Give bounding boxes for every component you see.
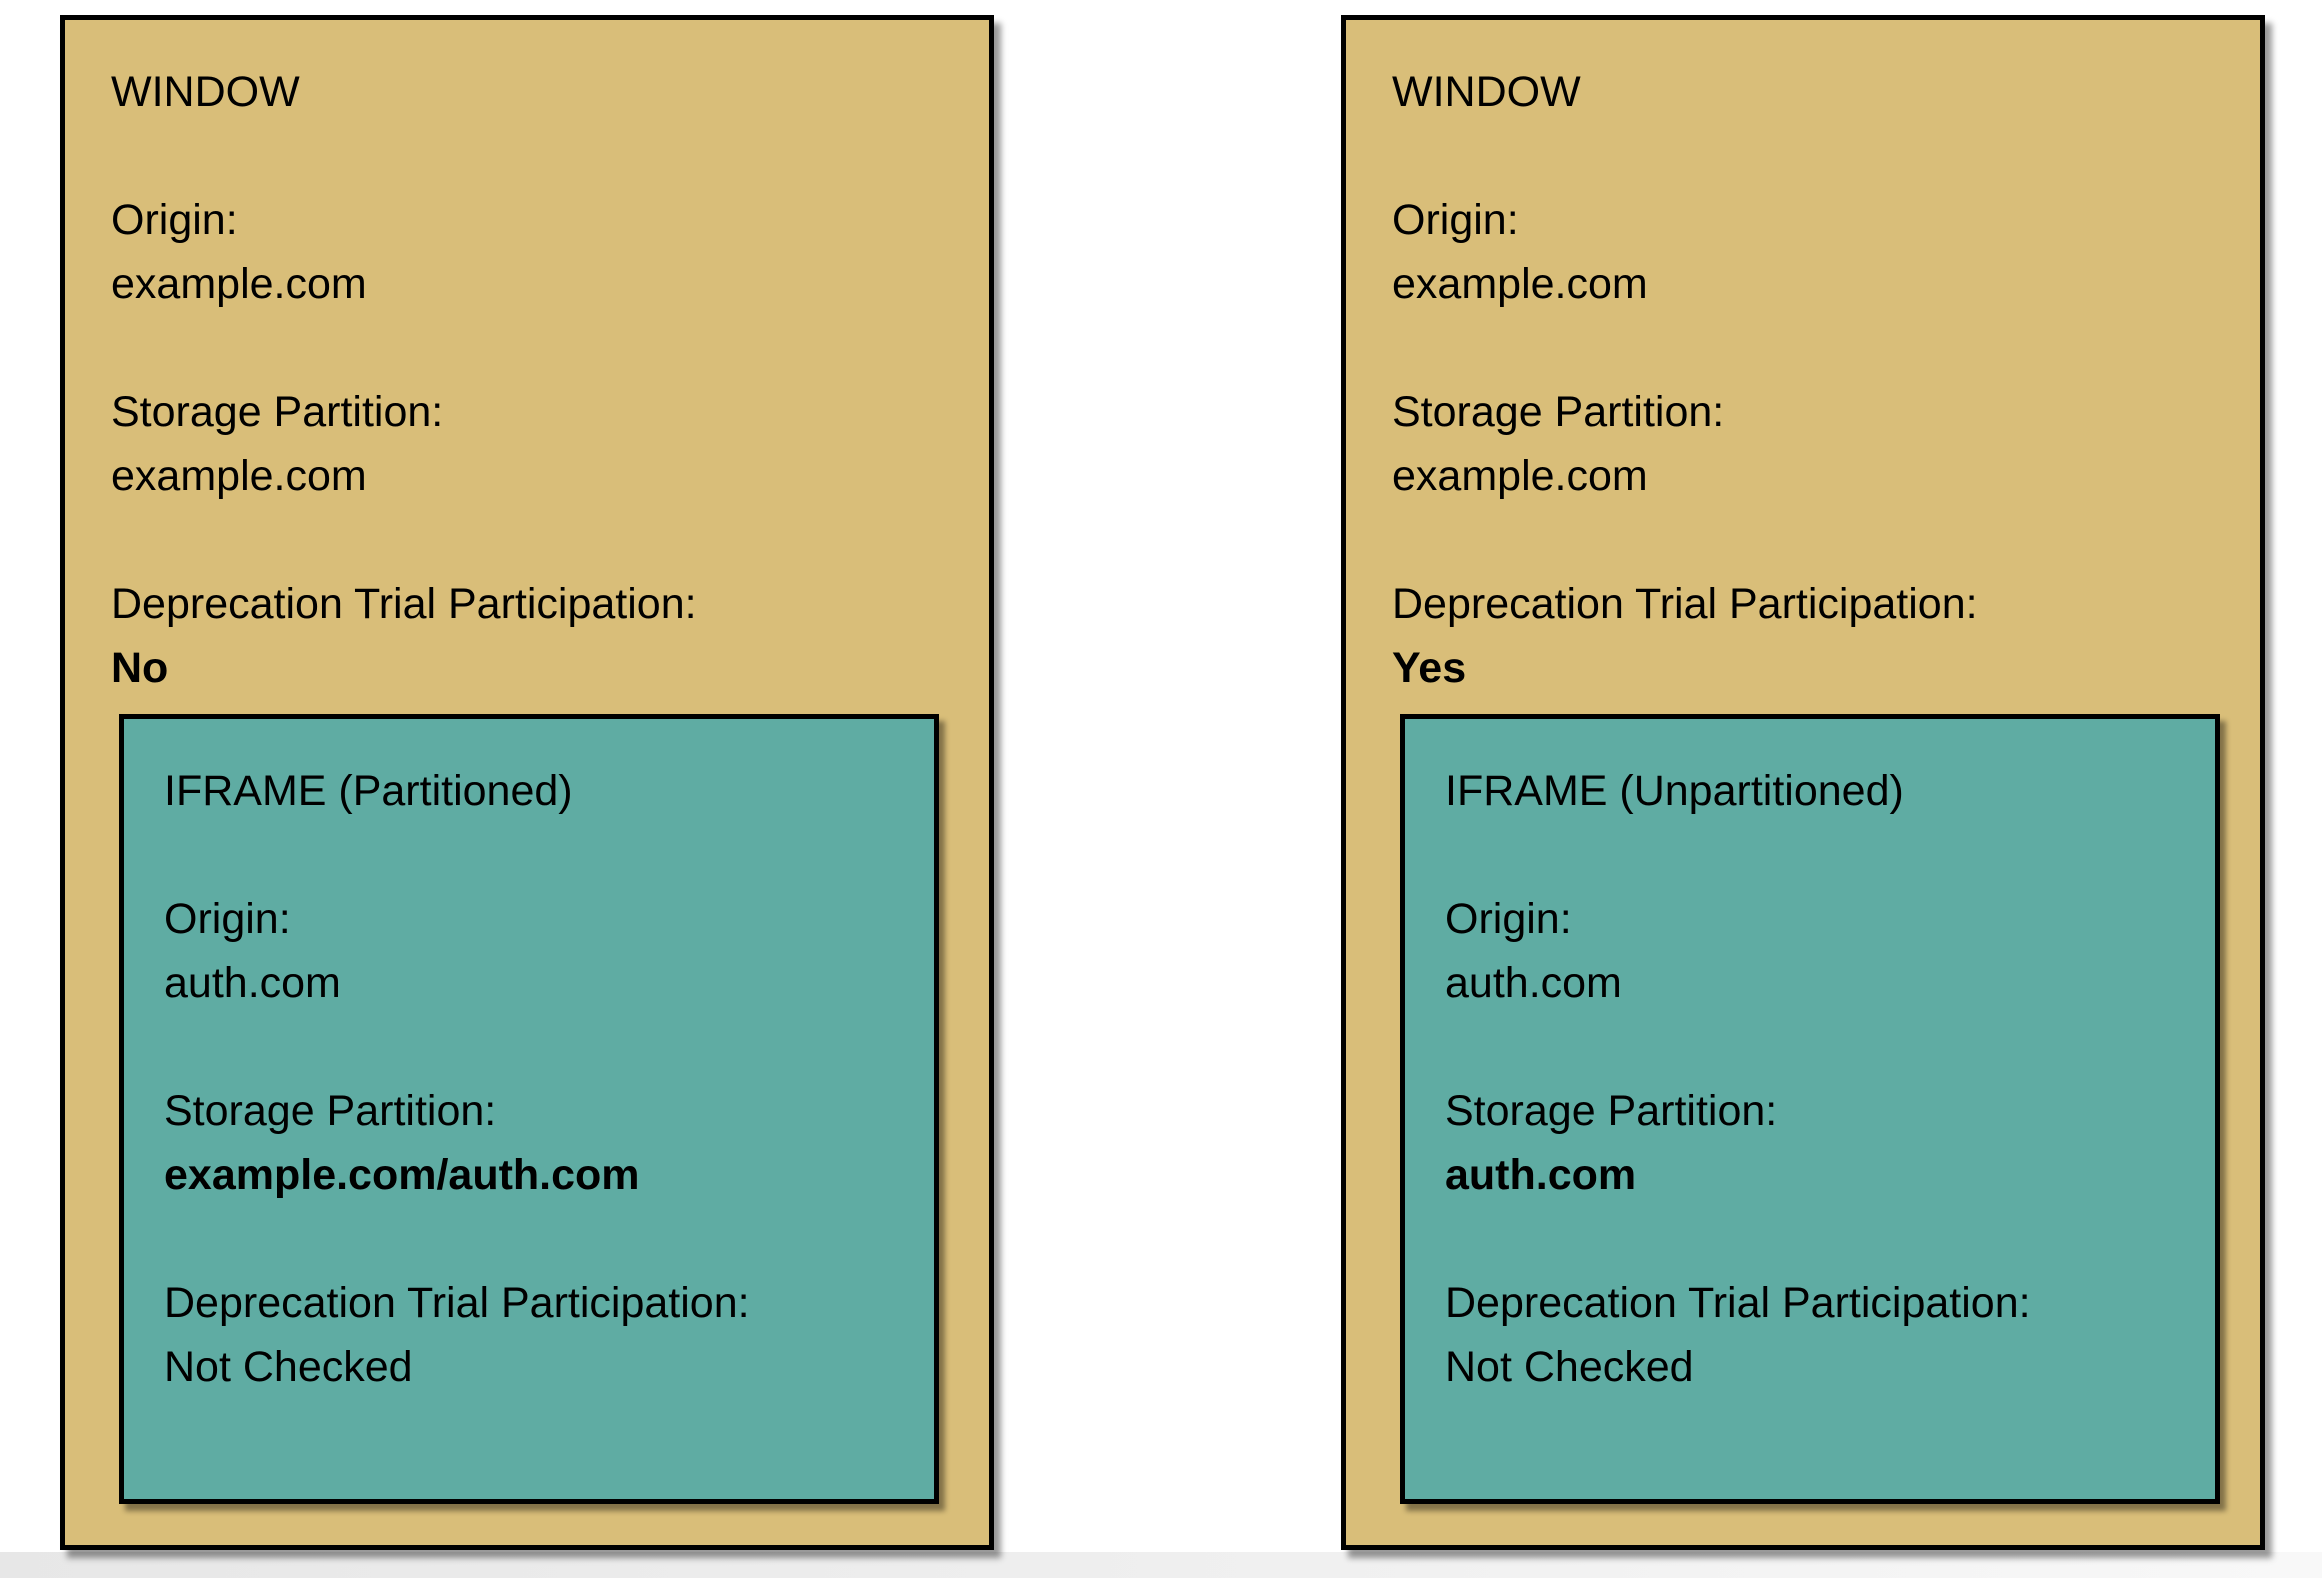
iframe-box-unpartitioned: IFRAME (Unpartitioned) Origin: auth.com … xyxy=(1400,714,2220,1504)
field-value: auth.com xyxy=(1445,1151,1637,1199)
field-value: example.com xyxy=(1392,452,1648,500)
field-storage-partition: Storage Partition: example.com xyxy=(1392,380,2224,508)
field-label: Origin: xyxy=(164,895,291,943)
field-value: Yes xyxy=(1392,644,1467,692)
field-origin: Origin: auth.com xyxy=(164,887,906,1015)
field-deprecation-trial: Deprecation Trial Participation: Not Che… xyxy=(1445,1271,2187,1399)
field-origin: Origin: auth.com xyxy=(1445,887,2187,1015)
window-title: WINDOW xyxy=(1392,68,1581,116)
iframe-title: IFRAME (Unpartitioned) xyxy=(1445,767,1904,815)
field-storage-partition: Storage Partition: auth.com xyxy=(1445,1079,2187,1207)
field-label: Deprecation Trial Participation: xyxy=(164,1279,750,1327)
field-origin: Origin: example.com xyxy=(1392,188,2224,316)
field-label: Storage Partition: xyxy=(111,388,444,436)
field-label: Storage Partition: xyxy=(1445,1087,1778,1135)
field-value: Not Checked xyxy=(164,1343,413,1391)
field-label: Origin: xyxy=(1445,895,1572,943)
field-value: example.com xyxy=(111,260,367,308)
field-storage-partition: Storage Partition: example.com/auth.com xyxy=(164,1079,906,1207)
page-bottom-edge xyxy=(0,1552,2322,1578)
field-deprecation-trial: Deprecation Trial Participation: No xyxy=(111,572,953,700)
field-value: Not Checked xyxy=(1445,1343,1694,1391)
field-storage-partition: Storage Partition: example.com xyxy=(111,380,953,508)
field-value: example.com xyxy=(111,452,367,500)
iframe-box-partitioned: IFRAME (Partitioned) Origin: auth.com St… xyxy=(119,714,939,1504)
field-value: example.com xyxy=(1392,260,1648,308)
field-label: Deprecation Trial Participation: xyxy=(1445,1279,2031,1327)
iframe-title: IFRAME (Partitioned) xyxy=(164,767,573,815)
field-label: Deprecation Trial Participation: xyxy=(111,580,697,628)
field-value: example.com/auth.com xyxy=(164,1151,640,1199)
window-title: WINDOW xyxy=(111,68,300,116)
field-value: auth.com xyxy=(164,959,341,1007)
field-label: Storage Partition: xyxy=(164,1087,497,1135)
window-box-right: WINDOW Origin: example.com Storage Parti… xyxy=(1341,15,2265,1550)
field-value: No xyxy=(111,644,169,692)
window-box-left: WINDOW Origin: example.com Storage Parti… xyxy=(60,15,994,1550)
field-label: Deprecation Trial Participation: xyxy=(1392,580,1978,628)
field-deprecation-trial: Deprecation Trial Participation: Yes xyxy=(1392,572,2224,700)
field-deprecation-trial: Deprecation Trial Participation: Not Che… xyxy=(164,1271,906,1399)
field-value: auth.com xyxy=(1445,959,1622,1007)
field-label: Origin: xyxy=(111,196,238,244)
field-origin: Origin: example.com xyxy=(111,188,953,316)
field-label: Origin: xyxy=(1392,196,1519,244)
field-label: Storage Partition: xyxy=(1392,388,1725,436)
